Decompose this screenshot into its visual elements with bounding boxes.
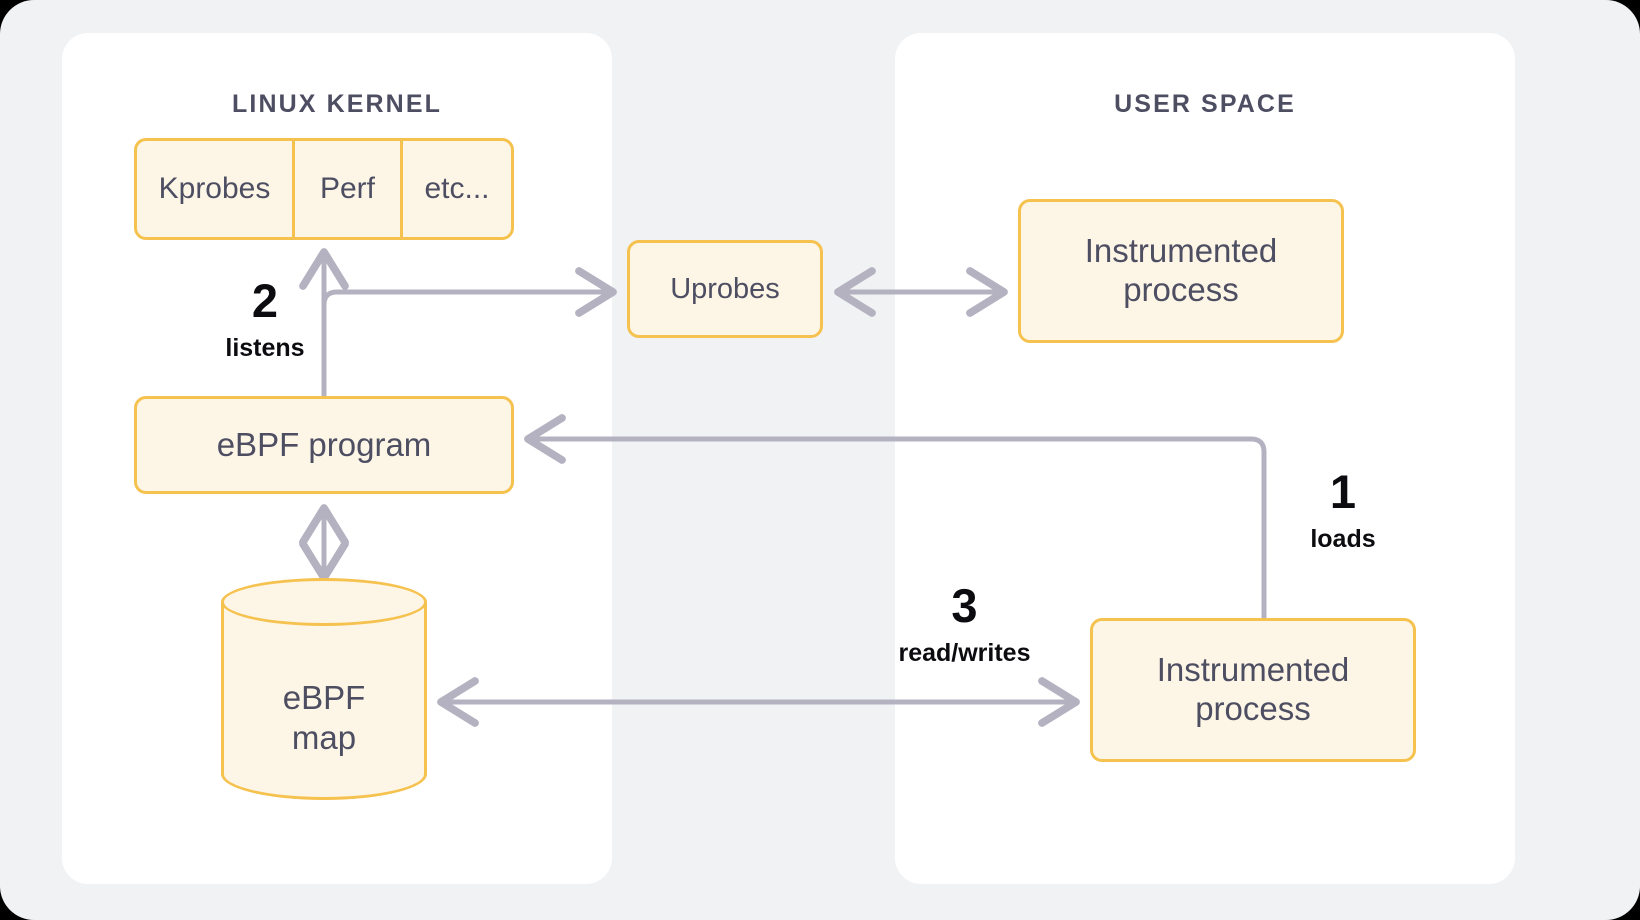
step-annotation-listens: 2 listens <box>190 277 340 361</box>
step-annotation-read-writes: 3 read/writes <box>872 582 1057 666</box>
node-ebpf-program[interactable]: eBPF program <box>134 396 514 494</box>
node-uprobes[interactable]: Uprobes <box>627 240 823 338</box>
node-instrumented-process-bottom-line2: process <box>1195 690 1311 727</box>
step-3-number: 3 <box>951 579 978 632</box>
node-instrumented-process-bottom[interactable]: Instrumented process <box>1090 618 1416 762</box>
cylinder-top-ellipse-shape <box>221 578 427 626</box>
step-1-number: 1 <box>1329 465 1357 518</box>
step-2-number: 2 <box>251 274 279 327</box>
node-instrumented-process-bottom-line1: Instrumented <box>1156 651 1350 689</box>
node-kprobes[interactable]: Kprobes <box>158 172 271 205</box>
node-ebpf-map-text: eBPF map <box>283 678 366 759</box>
step-1-label: loads <box>1310 525 1376 553</box>
node-probes-bar[interactable]: Kprobes Perf etc... <box>134 138 514 240</box>
node-instrumented-process-top-label: Instrumented process <box>1085 232 1278 310</box>
node-ebpf-map-label: eBPF map <box>221 636 427 800</box>
node-perf[interactable]: Perf <box>292 141 400 237</box>
node-ebpf-map-line1: eBPF <box>282 678 366 716</box>
panel-title-linux-kernel: LINUX KERNEL <box>232 90 442 118</box>
node-ebpf-map-line2: map <box>291 719 357 756</box>
node-uprobes-label: Uprobes <box>670 272 780 305</box>
node-instrumented-process-top-line1: Instrumented <box>1084 232 1278 270</box>
step-3-label: read/writes <box>898 639 1031 667</box>
node-instrumented-process-top[interactable]: Instrumented process <box>1018 199 1344 343</box>
node-etc[interactable]: etc... <box>400 141 511 237</box>
node-instrumented-process-bottom-label: Instrumented process <box>1157 651 1350 729</box>
panel-title-user-space: USER SPACE <box>1114 90 1296 118</box>
cylinder-body-shape <box>221 602 427 800</box>
node-ebpf-map[interactable]: eBPF map <box>221 578 427 800</box>
node-instrumented-process-top-line2: process <box>1123 271 1239 308</box>
step-2-label: listens <box>225 334 305 362</box>
node-ebpf-program-label: eBPF program <box>216 425 432 463</box>
step-annotation-loads: 1 loads <box>1268 468 1418 552</box>
